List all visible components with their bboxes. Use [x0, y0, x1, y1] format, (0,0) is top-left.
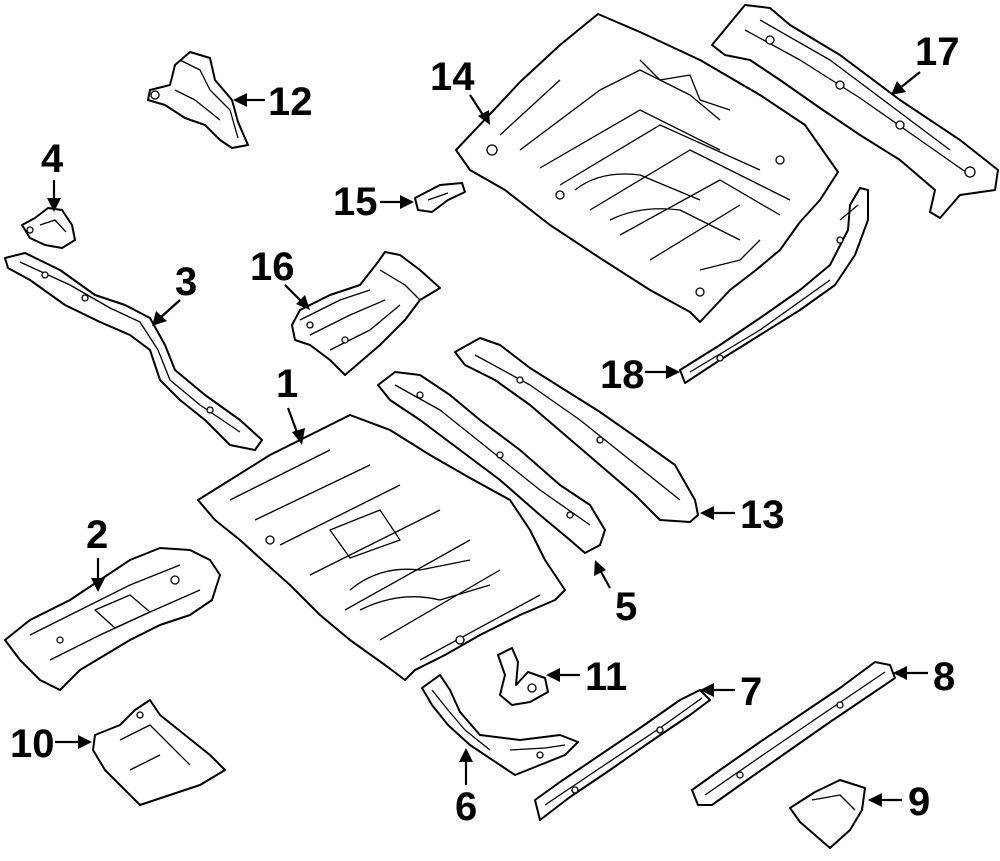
svg-text:3: 3 [175, 260, 197, 304]
svg-text:7: 7 [740, 670, 762, 714]
callout-5: 5 [594, 560, 637, 629]
callout-9: 9 [868, 780, 930, 824]
callout-18: 18 [600, 353, 680, 397]
part-1-front-floor-pan [197, 414, 566, 681]
svg-text:9: 9 [908, 780, 930, 824]
svg-text:11: 11 [585, 655, 627, 699]
part-5-crossmember [377, 371, 606, 554]
part-12-bracket [147, 51, 249, 149]
svg-text:5: 5 [615, 585, 637, 629]
svg-text:17: 17 [915, 30, 960, 74]
callout-6: 6 [455, 748, 477, 829]
part-16-support [291, 251, 441, 376]
callout-13: 13 [700, 493, 785, 537]
callout-15: 15 [333, 180, 414, 224]
svg-text:8: 8 [933, 655, 955, 699]
callout-7: 7 [700, 670, 762, 714]
svg-text:16: 16 [250, 245, 295, 289]
part-7-sill [534, 689, 711, 821]
callout-1: 1 [276, 362, 305, 445]
svg-text:10: 10 [10, 722, 55, 766]
callout-8: 8 [893, 655, 955, 699]
callout-2: 2 [86, 513, 108, 592]
svg-text:12: 12 [268, 80, 313, 124]
svg-text:2: 2 [86, 513, 108, 557]
part-17-rear-crossmember [711, 4, 999, 219]
svg-text:1: 1 [276, 362, 298, 406]
part-9-bracket [789, 779, 866, 849]
part-11-bracket [497, 647, 549, 706]
callout-11: 11 [546, 655, 627, 699]
callout-10: 10 [10, 722, 92, 766]
svg-text:6: 6 [455, 785, 477, 829]
part-4-bracket [21, 207, 76, 249]
svg-text:15: 15 [333, 180, 378, 224]
part-3-side-member [4, 252, 263, 451]
part-6-bracket [421, 674, 579, 776]
svg-text:14: 14 [430, 55, 475, 99]
part-14-rear-floor-pan [455, 13, 839, 323]
svg-text:13: 13 [740, 493, 785, 537]
callout-14: 14 [430, 55, 490, 125]
callout-3: 3 [152, 260, 197, 326]
callout-4: 4 [41, 137, 64, 212]
part-18-side-rail [679, 187, 869, 384]
part-8-sill [691, 661, 896, 806]
callout-17: 17 [891, 30, 960, 95]
part-13-crossmember [454, 337, 699, 523]
part-2-tunnel-reinforcement [4, 547, 221, 691]
svg-text:18: 18 [600, 353, 645, 397]
callout-12: 12 [233, 80, 313, 124]
part-15-bracket [414, 182, 466, 213]
svg-text:4: 4 [41, 137, 64, 181]
callout-16: 16 [250, 245, 310, 310]
part-10-bracket [92, 699, 226, 806]
